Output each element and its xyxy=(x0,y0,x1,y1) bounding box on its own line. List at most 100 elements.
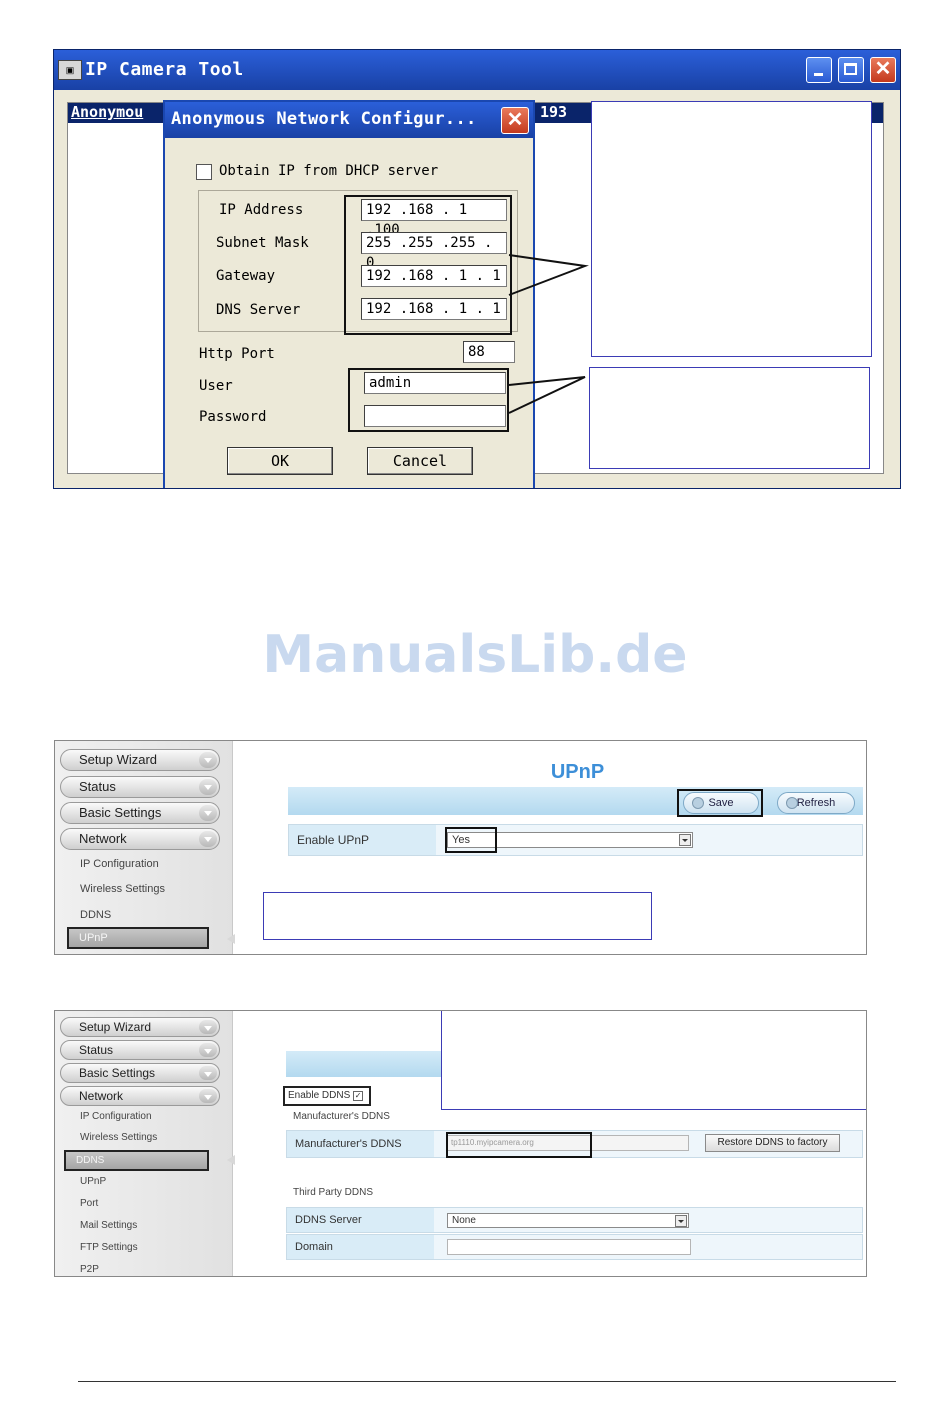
settings-sidebar: Setup Wizard Status Basic Settings Netwo… xyxy=(55,741,233,954)
enable-upnp-select[interactable]: Yes xyxy=(447,832,693,848)
ddns-server-select[interactable]: None xyxy=(447,1213,689,1228)
footer-rule xyxy=(78,1381,896,1382)
chevron-down-icon xyxy=(199,752,217,768)
minimize-button[interactable] xyxy=(806,57,832,83)
manufacturer-ddns-label: Manufacturer's DDNS xyxy=(287,1131,434,1157)
sidebar-subitem-wireless-settings[interactable]: Wireless Settings xyxy=(80,883,165,895)
selected-pointer-icon xyxy=(227,1155,235,1165)
sidebar-subitem-ddns[interactable]: DDNS xyxy=(80,909,112,921)
sidebar-subitem-mail-settings[interactable]: Mail Settings xyxy=(80,1220,138,1231)
dns-server-label: DNS Server xyxy=(216,302,301,318)
checkmark-icon: ✓ xyxy=(353,1091,364,1101)
dropdown-arrow-icon xyxy=(675,1215,687,1227)
window-title: IP Camera Tool xyxy=(85,59,244,80)
sidebar-item-setup-wizard[interactable]: Setup Wizard xyxy=(60,1017,220,1037)
refresh-label: Refresh xyxy=(796,797,836,809)
window-titlebar[interactable]: ▣ IP Camera Tool ✕ xyxy=(54,50,900,90)
dns-server-field[interactable]: 192 .168 . 1 . 1 xyxy=(361,298,507,320)
sidebar-subitem-p2p[interactable]: P2P xyxy=(80,1264,99,1275)
camera-ip-cell: 193 xyxy=(540,103,568,121)
sidebar-item-status[interactable]: Status xyxy=(60,1040,220,1060)
settings-sidebar: Setup Wizard Status Basic Settings Netwo… xyxy=(55,1011,233,1276)
sidebar-item-status[interactable]: Status xyxy=(60,776,220,798)
dhcp-label: Obtain IP from DHCP server xyxy=(219,163,439,179)
page-title: UPnP xyxy=(550,761,605,783)
close-icon: ✕ xyxy=(506,109,524,131)
manufacturer-ddns-highlight xyxy=(446,1132,592,1158)
restore-ddns-button[interactable]: Restore DDNS to factory xyxy=(705,1134,840,1152)
dialog-title: Anonymous Network Configur... xyxy=(171,109,477,129)
enable-ddns-checkbox[interactable]: Enable DDNS ✓ xyxy=(283,1086,371,1106)
sidebar-subitem-upnp[interactable]: UPnP xyxy=(80,1176,107,1187)
ddns-settings-screen: Setup Wizard Status Basic Settings Netwo… xyxy=(54,1010,867,1277)
manufacturer-ddns-heading: Manufacturer's DDNS xyxy=(293,1111,390,1122)
ddns-server-label: DDNS Server xyxy=(287,1208,434,1232)
subnet-mask-field[interactable]: 255 .255 .255 . 0 xyxy=(361,232,507,271)
chevron-down-icon xyxy=(199,1020,217,1034)
maximize-button[interactable] xyxy=(838,57,864,83)
close-icon: ✕ xyxy=(874,58,892,80)
sidebar-subitem-port[interactable]: Port xyxy=(80,1198,99,1209)
refresh-icon xyxy=(786,797,798,809)
subnet-mask-label: Subnet Mask xyxy=(216,235,309,251)
domain-label: Domain xyxy=(287,1235,434,1259)
domain-field[interactable] xyxy=(447,1239,691,1255)
sidebar-subitem-wireless-settings[interactable]: Wireless Settings xyxy=(80,1132,158,1143)
sidebar-item-label: Setup Wizard xyxy=(79,1020,152,1034)
ip-address-field[interactable]: 192 .168 . 1 .100 xyxy=(361,199,507,238)
dropdown-arrow-icon xyxy=(679,834,691,846)
selected-pointer-icon xyxy=(227,934,235,944)
callout-pointers xyxy=(508,254,589,414)
sidebar-subitem-ip-configuration[interactable]: IP Configuration xyxy=(80,1111,152,1122)
sidebar-subitem-ftp-settings[interactable]: FTP Settings xyxy=(80,1242,138,1253)
gateway-field[interactable]: 192 .168 . 1 . 1 xyxy=(361,265,507,287)
sidebar-item-label: Network xyxy=(79,831,127,846)
sidebar-item-setup-wizard[interactable]: Setup Wizard xyxy=(60,749,220,771)
close-button[interactable]: ✕ xyxy=(870,57,896,83)
sidebar-item-basic-settings[interactable]: Basic Settings xyxy=(60,802,220,824)
ok-button[interactable]: OK xyxy=(227,447,333,475)
watermark: ManualsLib.de xyxy=(262,625,688,685)
manufacturer-ddns-field[interactable]: tp1110.myipcamera.org xyxy=(447,1135,689,1151)
sidebar-item-label: Network xyxy=(79,1089,124,1103)
sidebar-subitem-upnp-selected[interactable]: UPnP xyxy=(67,927,209,949)
sidebar-subitem-ip-configuration[interactable]: IP Configuration xyxy=(80,858,159,870)
refresh-button[interactable]: Refresh xyxy=(777,792,855,814)
dhcp-checkbox[interactable] xyxy=(196,164,212,180)
sidebar-item-label: Status xyxy=(79,779,116,794)
network-config-dialog: Anonymous Network Configur... ✕ Obtain I… xyxy=(163,100,535,488)
sidebar-item-network[interactable]: Network xyxy=(60,1086,220,1106)
dialog-titlebar[interactable]: Anonymous Network Configur... ✕ xyxy=(165,102,533,138)
sidebar-item-label: Status xyxy=(79,1043,114,1057)
dialog-close-button[interactable]: ✕ xyxy=(501,107,529,134)
third-party-ddns-heading: Third Party DDNS xyxy=(293,1187,374,1198)
ip-camera-tool-window: ▣ IP Camera Tool ✕ Anonymou 193 Anonymou… xyxy=(53,49,901,489)
annotation-box-network xyxy=(591,101,872,357)
save-highlight xyxy=(677,789,763,817)
annotation-box-credentials xyxy=(589,367,870,469)
maximize-icon xyxy=(844,63,857,75)
enable-upnp-label: Enable UPnP xyxy=(289,825,436,855)
toolbar xyxy=(288,787,863,815)
sidebar-item-basic-settings[interactable]: Basic Settings xyxy=(60,1063,220,1083)
camera-name-cell: Anonymou xyxy=(71,103,144,121)
cancel-button[interactable]: Cancel xyxy=(367,447,473,475)
user-field[interactable]: admin xyxy=(364,372,506,394)
minimize-icon xyxy=(814,73,823,76)
credentials-highlight xyxy=(348,368,509,432)
chevron-down-icon xyxy=(199,779,217,795)
password-field[interactable] xyxy=(364,405,506,427)
yes-highlight xyxy=(445,827,497,853)
chevron-down-icon xyxy=(199,805,217,821)
http-port-field[interactable]: 88 xyxy=(463,341,515,363)
annotation-box-ddns xyxy=(441,1011,866,1110)
ip-address-label: IP Address xyxy=(219,202,304,218)
sidebar-item-network[interactable]: Network xyxy=(60,828,220,850)
chevron-down-icon xyxy=(199,1043,217,1057)
password-label: Password xyxy=(199,409,267,425)
sidebar-subitem-ddns-selected[interactable]: DDNS xyxy=(64,1150,209,1171)
chevron-down-icon xyxy=(199,1089,217,1103)
camera-app-icon: ▣ xyxy=(58,60,82,80)
user-label: User xyxy=(199,378,233,394)
save-button[interactable]: Save xyxy=(683,792,759,814)
